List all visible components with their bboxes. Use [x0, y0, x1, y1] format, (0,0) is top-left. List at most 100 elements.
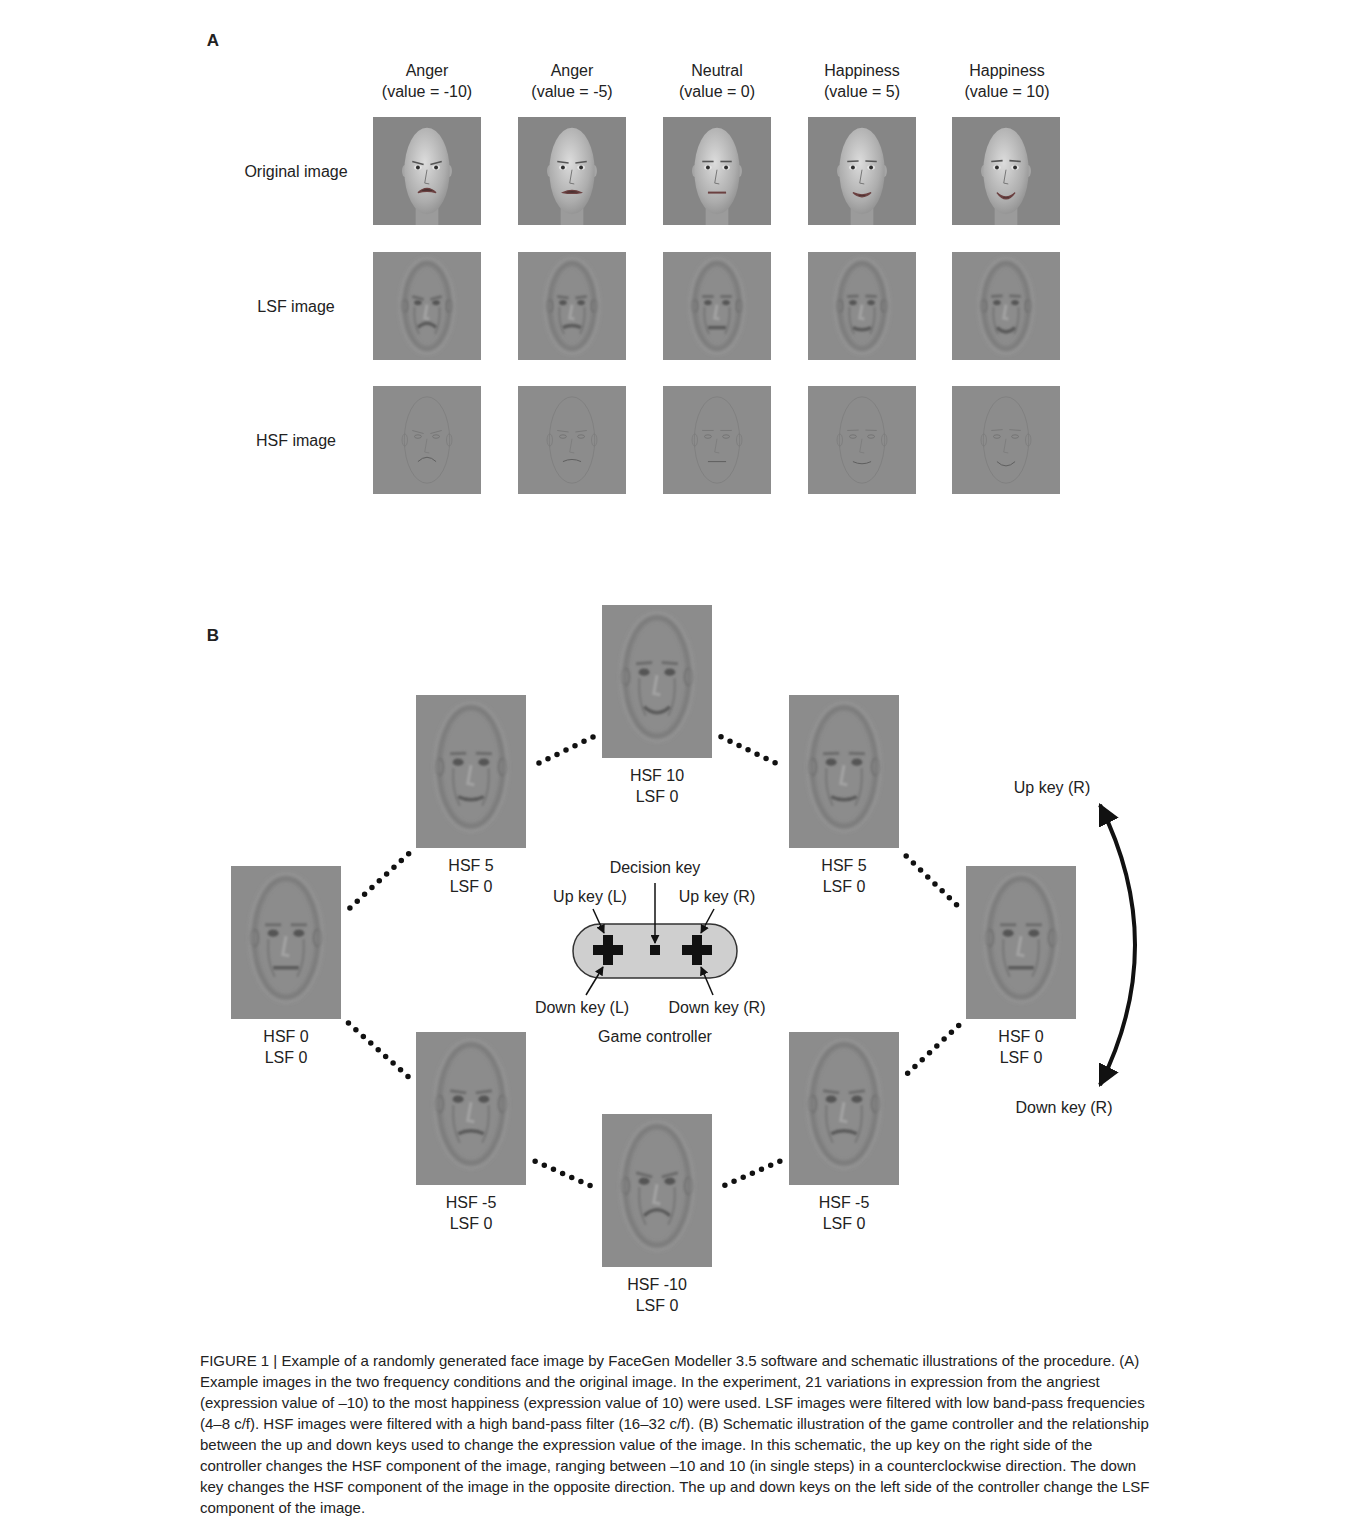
illustration-part: [851, 166, 855, 170]
illustration-part: [547, 434, 552, 446]
face-image: [966, 866, 1076, 1019]
image-ground: [808, 252, 916, 360]
illustration-part: [273, 966, 299, 970]
figure-label: Down key (L): [535, 998, 629, 1018]
illustration-part: [991, 429, 1002, 431]
direction-pad: [692, 935, 702, 965]
illustration-part: [557, 430, 568, 432]
illustration-part: [997, 462, 1015, 466]
frequency-value: LSF 0: [789, 1214, 899, 1234]
illustration-part: [570, 439, 575, 453]
image-ground: [416, 1032, 526, 1185]
image-ground: [602, 1114, 712, 1267]
illustration-part: [991, 294, 1002, 298]
illustration-part: [841, 1102, 847, 1122]
frequency-value: HSF 0: [966, 1027, 1076, 1047]
illustration-part: [704, 300, 712, 305]
illustration-part: [458, 797, 484, 800]
figure-label: Decision key: [610, 858, 701, 878]
illustration-part: [579, 166, 583, 170]
figure-label: LSF image: [257, 297, 334, 317]
illustration-part: [823, 1091, 839, 1093]
image-ground: [808, 386, 916, 494]
illustration-part: [468, 1102, 474, 1122]
illustration-part: [549, 263, 594, 349]
figure-label: Up key (R): [1014, 778, 1090, 798]
frequency-value: LSF 0: [416, 877, 526, 897]
image-ground: [518, 386, 626, 494]
face-image: [808, 252, 916, 360]
illustration-part: [563, 459, 581, 461]
illustration-part: [704, 165, 712, 170]
illustration-part: [561, 166, 565, 170]
illustration-part: [849, 300, 857, 305]
illustration-part: [847, 160, 858, 162]
leader-arrow: [593, 909, 604, 933]
face-image-box: HSF 5LSF 0: [416, 695, 526, 897]
image-ground: [966, 866, 1076, 1019]
image-ground: [518, 117, 626, 225]
illustration-part: [577, 165, 585, 170]
illustration-part: [291, 923, 307, 926]
illustration-part: [592, 434, 597, 446]
illustration-part: [868, 435, 875, 438]
illustration-part: [1011, 165, 1019, 170]
illustration-part: [436, 1041, 506, 1166]
illustration-part: [789, 695, 899, 848]
illustration-part: [853, 193, 871, 197]
illustration-part: [401, 260, 452, 352]
frequency-value: HSF 5: [789, 856, 899, 876]
illustration-part: [694, 263, 739, 349]
illustration-part: [839, 128, 884, 214]
illustration-part: [654, 1184, 660, 1204]
illustration-part: [860, 305, 865, 319]
image-ground: [952, 386, 1060, 494]
illustration-part: [997, 328, 1015, 332]
illustration-part: [809, 704, 879, 829]
illustration-part: [546, 260, 597, 352]
illustration-part: [722, 300, 730, 305]
illustration-part: [447, 434, 452, 446]
illustration-part: [826, 1096, 837, 1103]
illustration-part: [453, 1105, 460, 1143]
illustration-part: [414, 300, 422, 305]
image-ground: [373, 252, 481, 360]
illustration-part: [559, 307, 564, 334]
controller-drawing: [572, 923, 738, 979]
illustration-part: [865, 160, 876, 162]
image-ground: [789, 1032, 899, 1185]
illustration-part: [404, 397, 449, 483]
frequency-value: LSF 0: [231, 1048, 341, 1068]
illustration-part: [1009, 160, 1020, 162]
illustration-part: [1004, 170, 1009, 184]
illustration-part: [482, 768, 489, 806]
illustration-part: [549, 397, 594, 483]
frequency-value: HSF -10: [602, 1275, 712, 1295]
illustration-part: [1003, 930, 1014, 937]
illustration-part: [851, 759, 862, 766]
illustration-part: [847, 430, 858, 431]
figure-label: Up key (R): [679, 887, 755, 907]
figure-label: Down key (R): [1016, 1098, 1113, 1118]
image-ground: [663, 386, 771, 494]
illustration-part: [1013, 166, 1017, 170]
illustration-part: [831, 797, 857, 800]
illustration-part: [1004, 305, 1009, 319]
illustration-part: [404, 263, 449, 349]
illustration-part: [836, 260, 887, 352]
illustration-part: [722, 165, 730, 170]
figure-label: Anger: [551, 61, 594, 81]
illustration-part: [702, 295, 713, 298]
illustration-part: [966, 866, 1076, 1019]
frequency-value: HSF -5: [416, 1193, 526, 1213]
face-image: [663, 117, 771, 225]
illustration-part: [991, 160, 1002, 162]
decision-key: [650, 945, 660, 955]
illustration-part: [725, 307, 730, 334]
leader-arrow: [654, 883, 656, 943]
frequency-value: HSF -5: [789, 1193, 899, 1213]
illustration-part: [450, 752, 466, 756]
face-image: [518, 117, 626, 225]
illustration-part: [432, 300, 440, 305]
figure-label: (value = 5): [824, 82, 900, 102]
